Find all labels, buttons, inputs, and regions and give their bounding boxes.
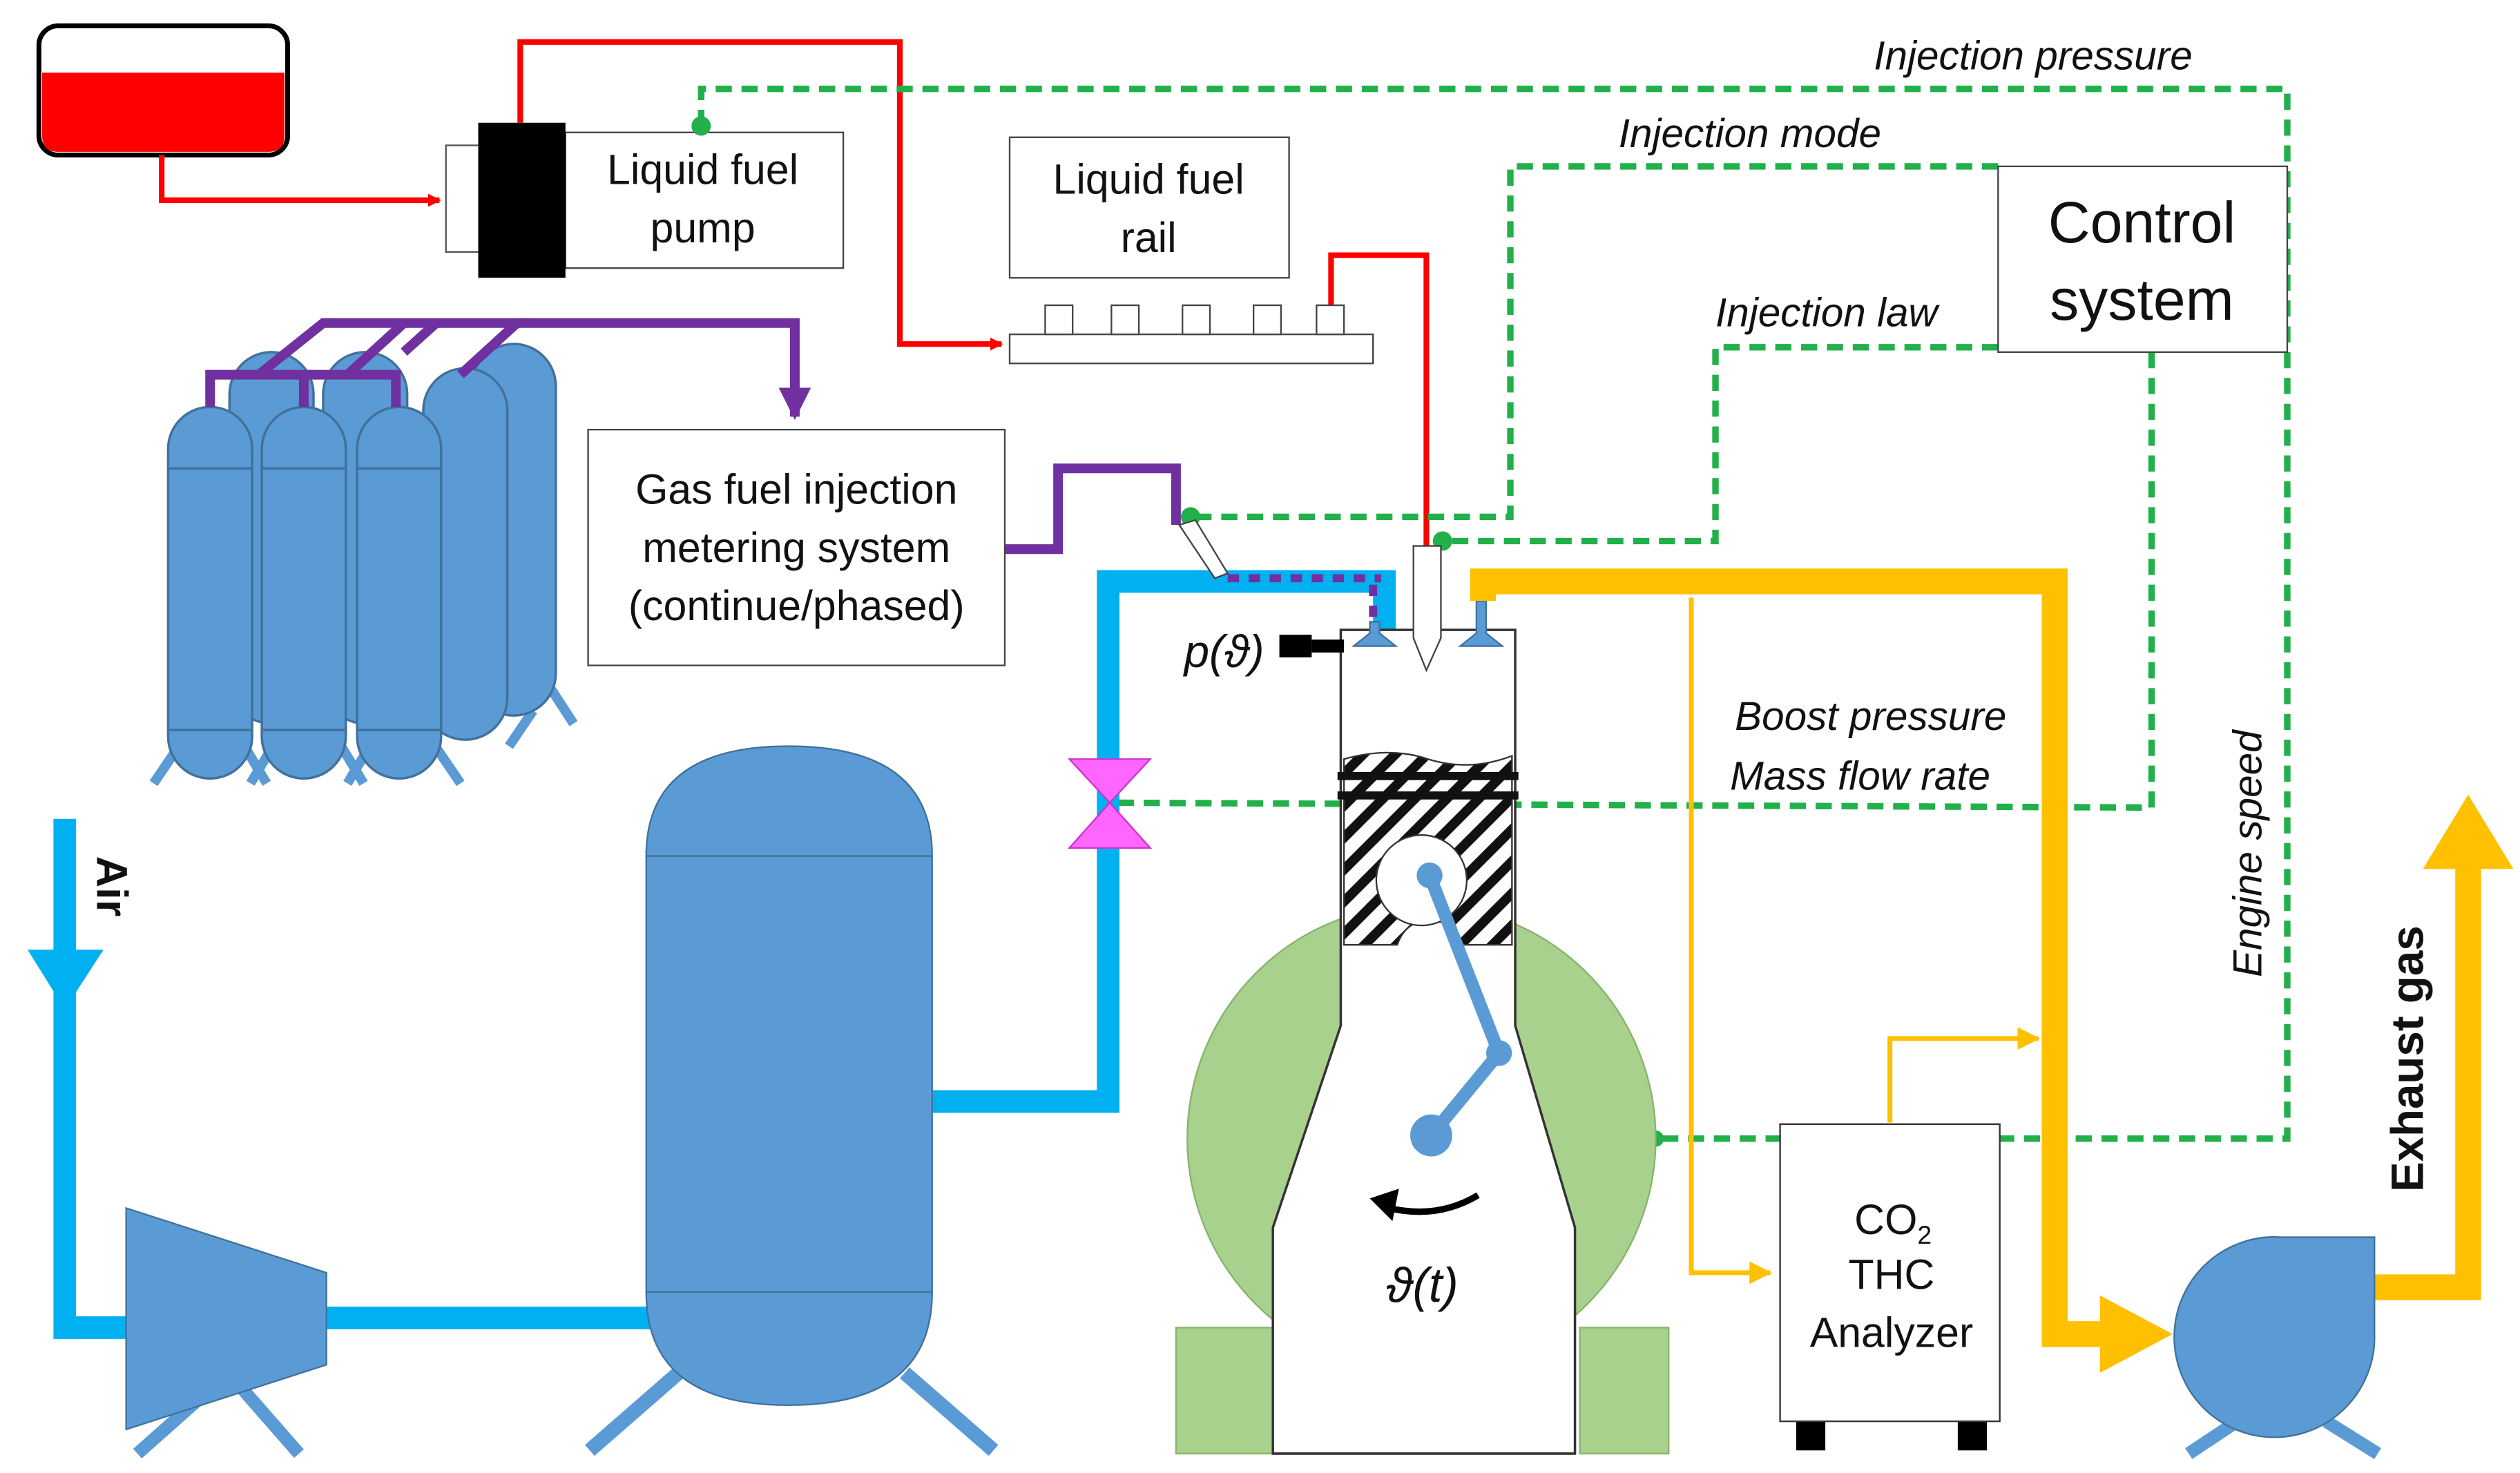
- injection-mode-label: Injection mode: [1619, 111, 1881, 156]
- exhaust-blower: [2173, 1236, 2381, 1459]
- gas-manifold: [205, 318, 1181, 555]
- exhaust-gas-label: Exhaust gas: [2382, 925, 2432, 1192]
- control-system: Control system: [1997, 165, 2289, 354]
- pressure-sensor-label: p(ϑ): [1183, 626, 1264, 677]
- gas-injector: [1177, 519, 1229, 579]
- engine: ϑ(t) p(ϑ): [1175, 545, 1670, 1455]
- throttle-valve-icon[interactable]: [1067, 758, 1153, 849]
- analyzer-thc: THC: [1849, 1251, 1935, 1298]
- gas-label-2: metering system: [642, 524, 950, 571]
- pump-label-1: Liquid fuel: [607, 146, 798, 193]
- gas-label-3: (continue/phased): [628, 582, 965, 629]
- air-arrow-icon: [27, 950, 104, 1010]
- liquid-injector: [1412, 545, 1442, 673]
- gas-injection-system: Gas fuel injection metering system (cont…: [587, 428, 1006, 666]
- engine-speed-label: Engine speed: [2226, 729, 2271, 977]
- injection-pressure-label: Injection pressure: [1874, 34, 2193, 79]
- liquid-fuel-pump: Liquid fuel pump: [445, 122, 845, 278]
- rotation-arrow-icon: [1369, 1188, 1399, 1222]
- control-label-2: system: [2050, 267, 2234, 332]
- crank-angle-label: ϑ(t): [1386, 1258, 1459, 1312]
- liquid-fuel-lines: [159, 39, 1430, 550]
- compressor: [125, 1206, 327, 1458]
- exhaust-lines: [1470, 568, 2481, 1347]
- boost-pressure-label: Boost pressure: [1735, 694, 2006, 739]
- air-receiver-tank: [584, 745, 999, 1456]
- air-label: Air: [88, 856, 136, 917]
- intake-valve-icon: [1351, 621, 1398, 647]
- analyzer-label: Analyzer: [1810, 1309, 1974, 1356]
- rail-label-1: Liquid fuel: [1053, 156, 1244, 203]
- pressure-sensor-icon: [1311, 639, 1345, 653]
- liquid-fuel-tank: [36, 23, 291, 158]
- gas-analyzer: CO2 THC Analyzer: [1779, 1123, 2001, 1451]
- rail-label-2: rail: [1121, 214, 1177, 261]
- liquid-fuel-rail: Liquid fuel rail: [1008, 136, 1374, 365]
- mass-flow-rate-label: Mass flow rate: [1730, 754, 1990, 799]
- gas-label-1: Gas fuel injection: [635, 466, 957, 513]
- pump-label-2: pump: [651, 204, 756, 251]
- control-label-1: Control: [2048, 190, 2235, 255]
- exhaust-out-arrow-icon: [2423, 794, 2514, 869]
- injection-law-label: Injection law: [1715, 290, 1941, 335]
- exhaust-arrow-icon: [2099, 1295, 2173, 1373]
- gas-cylinders: [149, 343, 578, 787]
- analyzer-co2: CO2: [1854, 1196, 1932, 1249]
